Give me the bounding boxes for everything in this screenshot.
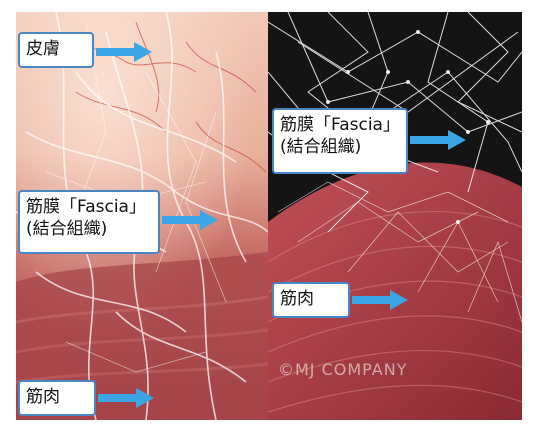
left-illustration-panel: 皮膚 筋膜「Fascia」 (結合組織) 筋肉 [16, 12, 268, 420]
muscle-arrow-left-icon [98, 388, 154, 408]
fascia-label-right-line2: (結合組織) [280, 137, 362, 157]
muscle-label-right-text: 筋肉 [280, 289, 314, 309]
skin-label-text: 皮膚 [26, 39, 60, 59]
right-illustration-panel: 筋膜「Fascia」 (結合組織) 筋肉 ©MJ COMPANY [268, 12, 522, 420]
skin-label: 皮膚 [18, 32, 94, 68]
fascia-label-left: 筋膜「Fascia」 (結合組織) [18, 190, 160, 254]
fascia-label-left-line1: 筋膜「Fascia」 [26, 197, 146, 217]
fascia-label-right: 筋膜「Fascia」 (結合組織) [272, 108, 408, 174]
fascia-label-right-line1: 筋膜「Fascia」 [280, 115, 400, 135]
muscle-label-left-text: 筋肉 [26, 387, 60, 407]
skin-arrow-icon [96, 42, 152, 62]
fascia-label-left-line2: (結合組織) [26, 219, 108, 239]
copyright-watermark: ©MJ COMPANY [278, 360, 408, 379]
fascia-arrow-left-icon [162, 210, 218, 230]
muscle-label-right: 筋肉 [272, 282, 350, 318]
muscle-label-left: 筋肉 [18, 380, 96, 416]
fascia-arrow-right-icon [410, 130, 466, 150]
muscle-arrow-right-icon [352, 290, 408, 310]
fascia-network-illustration [268, 12, 522, 420]
